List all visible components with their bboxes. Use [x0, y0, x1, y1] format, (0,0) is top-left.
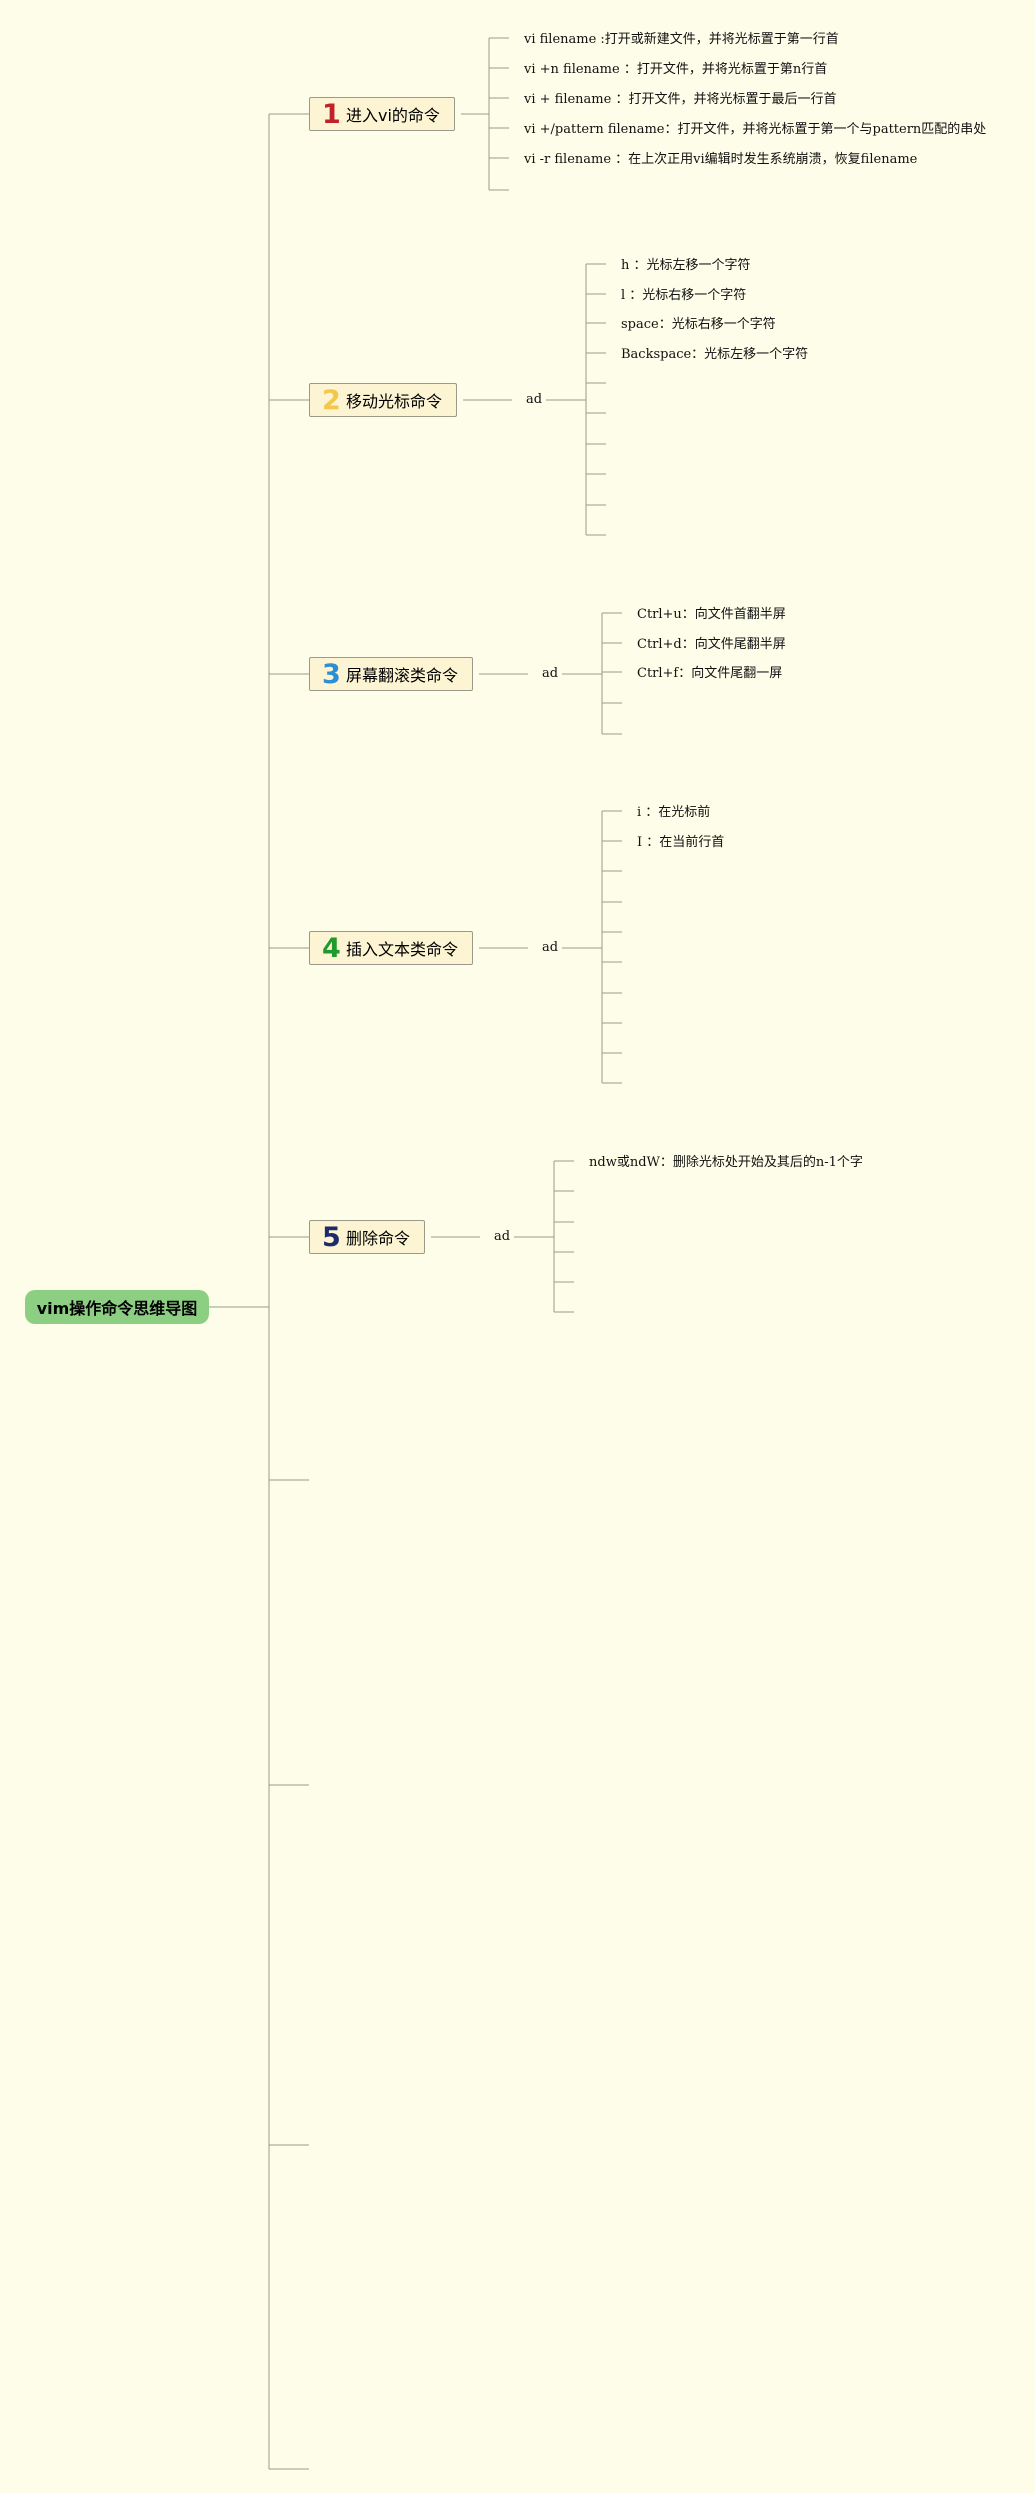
- branch-3-node[interactable]: 3 屏幕翻滚类命令: [309, 657, 474, 691]
- branch-1-leaf-1[interactable]: vi filename :打开或新建文件，并将光标置于第一行首: [524, 32, 839, 47]
- root-label: vim操作命令思维导图: [36, 1299, 198, 1318]
- branch-1-label: 进入vi的命令: [346, 106, 440, 125]
- branch-5-label: 删除命令: [346, 1229, 411, 1248]
- branch-3-leaf-2[interactable]: Ctrl+d：向文件尾翻半屏: [637, 637, 786, 652]
- branch-3-leaf-1[interactable]: Ctrl+u：向文件首翻半屏: [637, 607, 786, 622]
- branch-2-leaf-3[interactable]: space：光标右移一个字符: [621, 317, 776, 332]
- branch-4-label: 插入文本类命令: [346, 940, 459, 959]
- branch-5-ad-label[interactable]: ad: [493, 1229, 511, 1244]
- branch-4-leaf-1[interactable]: i ：在光标前: [637, 805, 711, 820]
- branch-4-ad-label[interactable]: ad: [541, 940, 559, 955]
- branch-1-leaf-3[interactable]: vi + filename ：打开文件，并将光标置于最后一行首: [524, 92, 837, 107]
- branch-5-number-icon: 5: [322, 1221, 341, 1253]
- branch-1-leaf-5[interactable]: vi -r filename ：在上次正用vi编辑时发生系统崩溃，恢复filen…: [524, 152, 918, 167]
- branch-1-node[interactable]: 1 进入vi的命令: [309, 97, 455, 131]
- branch-5-node[interactable]: 5 删除命令: [309, 1220, 426, 1254]
- branch-1-leaf-2[interactable]: vi +n filename ：打开文件，并将光标置于第n行首: [524, 62, 828, 77]
- branch-1-number-icon: 1: [322, 98, 341, 130]
- branch-2-leaf-2[interactable]: l ：光标右移一个字符: [621, 288, 747, 303]
- branch-2-label: 移动光标命令: [346, 392, 443, 411]
- branch-3-label: 屏幕翻滚类命令: [346, 666, 459, 685]
- branch-2-node[interactable]: 2 移动光标命令: [309, 383, 458, 417]
- branch-3-leaf-3[interactable]: Ctrl+f：向文件尾翻一屏: [637, 666, 783, 681]
- branch-3-ad-label[interactable]: ad: [541, 666, 559, 681]
- branch-2-number-icon: 2: [322, 384, 341, 416]
- branch-5-leaf-1[interactable]: ndw或ndW：删除光标处开始及其后的n-1个字: [589, 1155, 863, 1170]
- root-node[interactable]: vim操作命令思维导图: [25, 1290, 209, 1324]
- branch-4-number-icon: 4: [322, 932, 341, 964]
- branch-4-leaf-2[interactable]: I ：在当前行首: [637, 835, 725, 850]
- branch-1-leaf-4[interactable]: vi +/pattern filename：打开文件，并将光标置于第一个与pat…: [524, 122, 987, 137]
- branch-3-number-icon: 3: [322, 658, 341, 690]
- branch-4-node[interactable]: 4 插入文本类命令: [309, 931, 474, 965]
- branch-2-leaf-1[interactable]: h ：光标左移一个字符: [621, 258, 751, 273]
- branch-2-ad-label[interactable]: ad: [525, 392, 543, 407]
- branch-2-leaf-4[interactable]: Backspace：光标左移一个字符: [621, 347, 809, 362]
